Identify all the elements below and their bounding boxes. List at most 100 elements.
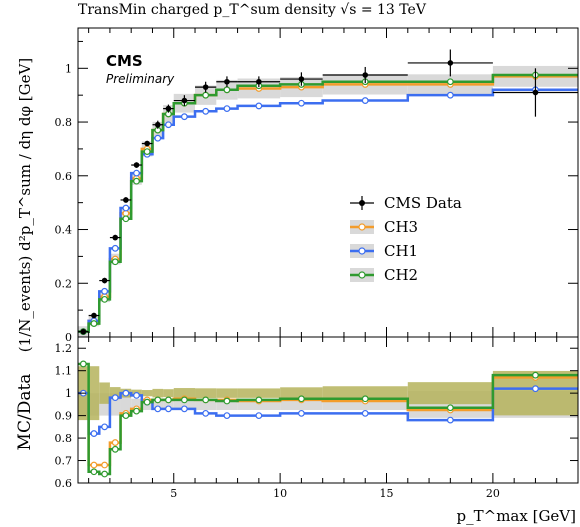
ch2-ratio-point <box>446 404 454 412</box>
mc-band-ratio <box>280 398 323 410</box>
ch2-ratio-point <box>165 396 172 404</box>
mc-band-ratio <box>163 398 174 410</box>
ratio-y-tick-label: 0.6 <box>55 477 73 490</box>
ch1-ratio-point <box>446 416 454 424</box>
data-point <box>80 328 87 335</box>
y-tick-label: 0.6 <box>55 170 73 183</box>
legend-label-cms-data: CMS Data <box>384 194 462 212</box>
mc-band-ratio <box>131 398 142 410</box>
mc-band-ratio <box>152 398 164 410</box>
data-point <box>154 121 161 128</box>
main-series-layer <box>78 49 578 336</box>
x-tick-label: 10 <box>273 487 287 500</box>
ch1-point <box>446 91 454 99</box>
legend-label-ch3: CH3 <box>384 218 418 236</box>
legend-point-ch3 <box>358 223 366 231</box>
ch1-point <box>101 287 108 295</box>
legend-label-ch1: CH1 <box>384 242 418 260</box>
ch3-ratio-point <box>101 461 108 469</box>
ch1-point <box>298 99 305 107</box>
ch1-ratio-point <box>165 405 172 413</box>
ch1-ratio-point <box>101 423 108 431</box>
ratio-y-tick-label: 1.1 <box>55 365 73 378</box>
mc-band-ratio <box>173 398 196 410</box>
x-tick-label: 15 <box>380 487 394 500</box>
y-axis-title: (1/N_events) d²p_T^sum / dη dφ [GeV] <box>16 58 34 352</box>
ch1-ratio-point <box>223 412 231 420</box>
ch1-point <box>180 113 188 121</box>
ch1-point <box>361 97 369 104</box>
data-band-ratio <box>280 387 323 400</box>
ch2-ratio-point <box>202 396 210 404</box>
data-point <box>123 197 129 203</box>
ch2-ratio-point <box>361 395 369 403</box>
x-tick-label: 20 <box>486 487 500 500</box>
ch2-ratio-point <box>532 371 539 379</box>
ch2-ratio-point <box>90 468 98 476</box>
ratio-y-axis-title: MC/Data <box>15 374 35 451</box>
ch1-ratio-point <box>111 394 119 402</box>
ratio-y-tick-label: 0.7 <box>55 455 73 468</box>
legend-marker-data-point <box>359 200 365 206</box>
y-tick-label: 0.2 <box>55 277 73 290</box>
ch2-ratio-point <box>298 395 305 403</box>
x-tick-label: 5 <box>170 487 177 500</box>
ch3-line <box>78 75 578 333</box>
ch2-point <box>143 148 151 156</box>
data-point <box>447 60 454 66</box>
ch2-ratio-point <box>154 396 162 404</box>
data-point <box>181 97 188 104</box>
data-point <box>91 312 97 319</box>
ch3-ratio-point <box>111 439 119 446</box>
ch2-point <box>90 320 98 327</box>
y-tick-label: 0 <box>65 331 72 344</box>
ratio-y-tick-label: 1 <box>65 387 72 400</box>
experiment-label: CMS <box>106 52 143 70</box>
data-point <box>112 234 119 241</box>
data-point <box>256 78 262 85</box>
ch1-point <box>202 107 210 115</box>
mc-band-ratio <box>109 393 121 416</box>
ch2-line <box>78 73 578 333</box>
data-point <box>101 277 108 284</box>
data-point <box>298 76 305 82</box>
ratio-y-tick-label: 0.9 <box>55 410 73 423</box>
ch2-ratio-point <box>101 470 108 478</box>
ch2-point <box>122 215 130 223</box>
data-band-ratio <box>152 388 164 398</box>
ratio-series-layer <box>78 360 578 478</box>
mc-band-ratio <box>99 393 110 416</box>
ch2-ratio-point <box>223 397 231 405</box>
ch1-point <box>122 204 130 212</box>
ch2-ratio-point <box>180 396 188 404</box>
ch2-point <box>223 86 231 94</box>
y-tick-label: 0.4 <box>55 224 73 237</box>
ch1-ratio-point <box>202 409 210 417</box>
data-band-ratio <box>173 388 196 399</box>
legend-point-ch2 <box>358 271 366 279</box>
y-tick-label: 0.8 <box>55 116 73 129</box>
ch2-point <box>202 91 210 99</box>
ch1-point <box>111 244 119 252</box>
ch1-ratio-point <box>361 409 369 417</box>
ch1-ratio-point <box>133 392 140 399</box>
ch1-ratio-point <box>180 405 188 413</box>
ch1-ratio-point <box>532 385 539 393</box>
legend-label-ch2: CH2 <box>384 266 418 284</box>
ch1-ratio-point <box>90 430 98 437</box>
data-point <box>362 72 369 78</box>
ch3-point <box>122 209 130 217</box>
data-band-ratio <box>141 390 153 397</box>
ch2-point <box>133 177 140 185</box>
data-point <box>133 162 140 168</box>
ch1-point <box>133 169 140 177</box>
ch1-point <box>165 121 172 129</box>
mc-band-ratio <box>120 393 132 416</box>
ch1-ratio-point <box>122 389 130 397</box>
data-band-ratio <box>407 382 493 405</box>
ch3-ratio-point <box>90 461 98 469</box>
ch2-ratio-point <box>122 412 130 420</box>
ch1-ratio-point <box>255 412 263 420</box>
